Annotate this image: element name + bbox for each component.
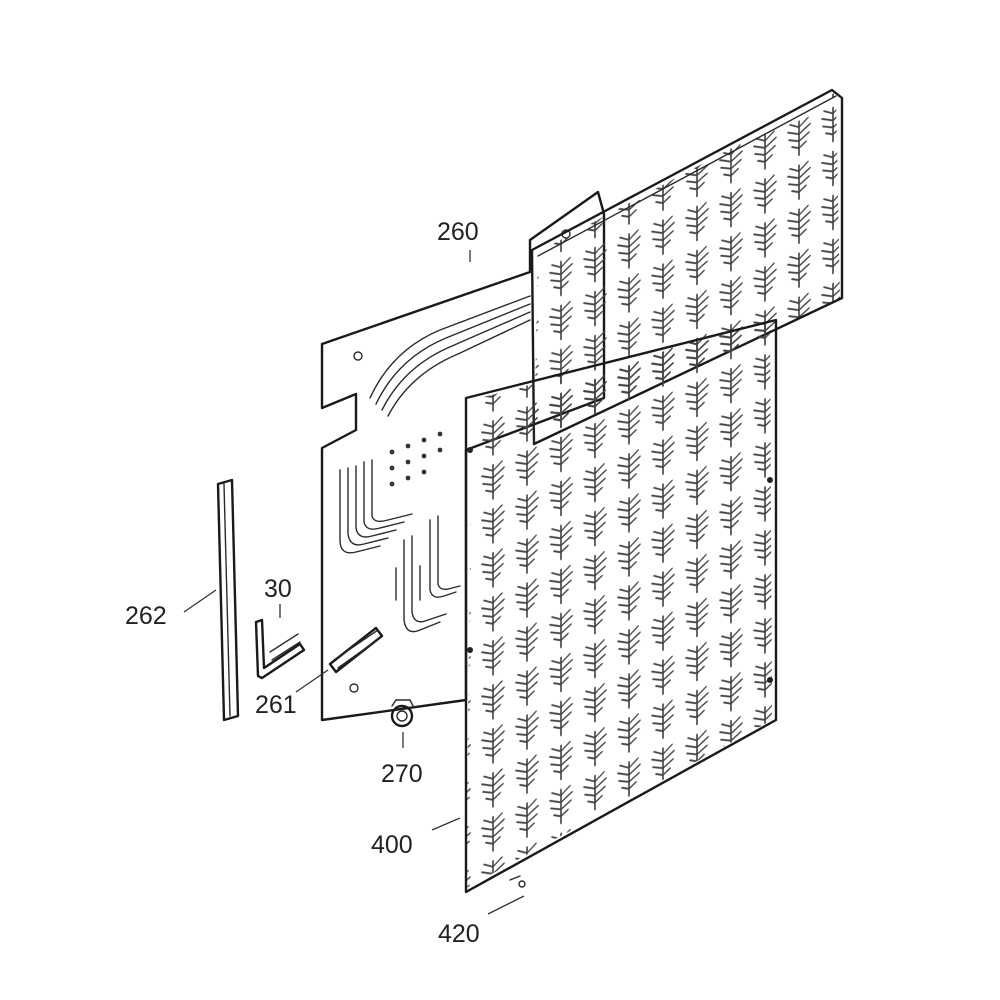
pin-420 — [509, 875, 526, 888]
bracket-30 — [254, 618, 306, 680]
front-panel-400 — [464, 318, 778, 894]
callout-260: 260 — [437, 218, 479, 246]
callout-400: 400 — [371, 831, 413, 859]
callout-261: 261 — [255, 691, 297, 719]
leader-lines — [183, 250, 525, 915]
callout-262: 262 — [125, 602, 167, 630]
callout-420: 420 — [438, 920, 480, 948]
gasket-strip-262 — [216, 478, 240, 722]
callout-270: 270 — [381, 760, 423, 788]
heater-261 — [328, 626, 384, 674]
callout-30: 30 — [264, 575, 292, 603]
evaporator-plate-260 — [320, 190, 606, 722]
fastener-270 — [390, 699, 415, 728]
